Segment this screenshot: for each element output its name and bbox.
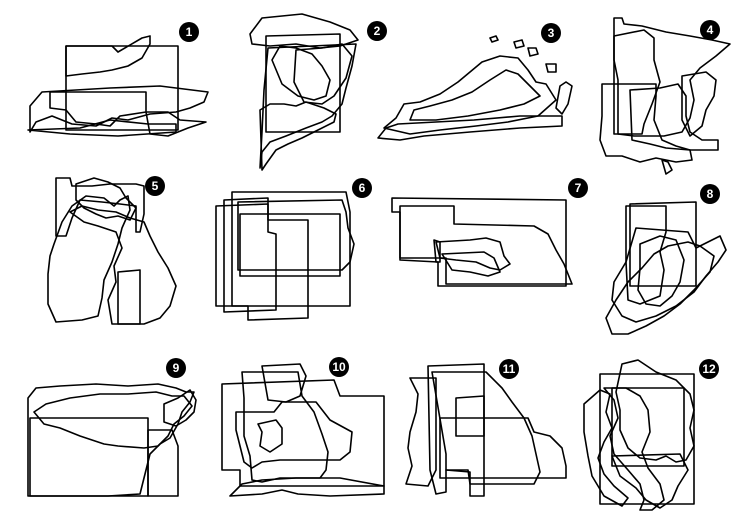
puzzle-1-outline-a [65,35,151,77]
puzzle-2-outline-d [293,43,353,105]
puzzle-3-outline-b [377,115,563,141]
puzzle-6-outline-b [215,203,309,321]
puzzle-9-badge [166,358,186,378]
puzzle-7-outline-e [433,239,441,263]
puzzle-7-outline-b [399,205,573,285]
puzzle-5-number: 5 [152,179,159,193]
puzzle-10-outline-e [229,477,385,497]
puzzle-6-outline-e [223,197,277,313]
puzzle-1-outline-d [29,85,209,133]
puzzle-12-outline-d [603,387,665,511]
puzzle-7-outline-d [441,251,501,277]
puzzle-6-outline-d [239,213,341,277]
puzzle-4-outline-c [599,83,693,163]
puzzle-9-outline-d [147,429,179,497]
puzzle-3-outline-a [383,55,557,135]
puzzle-12-number: 12 [702,362,716,376]
puzzle-12-outline-e [583,389,629,507]
puzzle-4: 4 [599,17,731,175]
puzzle-7-number: 7 [575,181,582,195]
puzzle-9-outline-a [27,383,195,497]
puzzle-10-outline-f [261,363,307,403]
puzzle-4-outline-f [661,159,673,175]
puzzle-1-number: 1 [186,25,193,39]
puzzle-4-badge [700,20,720,40]
puzzle-6-number: 6 [359,181,366,195]
puzzle-2-outline-f [259,101,337,171]
puzzle-2-outline-b [265,33,341,133]
puzzle-10-outline-c [235,401,353,469]
puzzle-8-number: 8 [707,187,714,201]
puzzle-8-outline-d [637,235,685,307]
puzzle-10-badge [329,357,349,377]
puzzle-10-outline-a [221,379,385,487]
puzzle-11-badge [499,359,519,379]
puzzle-2-outline-a [249,13,359,49]
puzzle-12-outline-c [615,359,695,463]
puzzle-3-badge [541,23,561,43]
puzzle-6-outline-c [237,199,355,271]
puzzle-4-outline-d [629,83,719,151]
puzzle-6-outline-a [231,191,351,307]
puzzle-1-outline-c [49,91,147,127]
puzzle-3: 3 [377,23,573,141]
puzzle-12-outline-b [611,387,685,467]
puzzle-5-badge [145,176,165,196]
puzzle-7: 7 [391,178,588,287]
puzzle-5-outline-b [47,195,131,323]
puzzle-5: 5 [47,176,177,325]
puzzle-11-outline-e [455,395,485,437]
puzzle-12-badge [699,359,719,379]
puzzle-9: 9 [27,358,197,497]
puzzle-4-outline-b [613,29,661,135]
puzzle-8-outline-e [605,241,715,335]
puzzle-9-outline-e [163,389,197,427]
puzzle-5-outline-c [69,205,177,325]
puzzle-5-outline-a [55,177,145,237]
puzzle-7-outline-a [391,197,567,287]
puzzle-3-outline-e [555,81,573,115]
puzzle-1-outline-f [27,119,177,137]
puzzle-10-outline-d [257,419,283,453]
puzzle-11-outline-b [405,377,437,487]
puzzle-10: 10 [221,357,385,497]
puzzle-3-outline-c [409,69,541,121]
puzzle-9-number: 9 [173,361,180,375]
puzzle-7-outline-c [435,237,511,271]
puzzle-12-outline-f [611,453,689,509]
puzzle-11-number: 11 [503,362,516,376]
puzzle-3-number: 3 [548,26,555,40]
puzzle-6: 6 [215,178,372,321]
puzzle-5-outline-e [117,269,141,325]
puzzle-8-outline-b [625,205,667,305]
puzzle-2-badge [367,21,387,41]
puzzle-12: 12 [583,359,719,511]
puzzle-1-outline-b [65,45,179,131]
puzzle-2: 2 [249,13,387,171]
puzzle-2-number: 2 [374,24,381,38]
puzzle-3-outline-d [489,35,557,73]
puzzle-7-badge [568,178,588,198]
puzzle-11: 11 [405,359,567,497]
puzzle-1-badge [179,22,199,42]
puzzle-1: 1 [27,22,209,137]
puzzle-4-number: 4 [707,23,714,37]
puzzle-2-outline-c [271,45,331,101]
puzzle-8-badge [700,184,720,204]
puzzle-2-outline-e [259,43,357,169]
puzzle-9-outline-c [29,417,149,497]
puzzle-6-badge [352,178,372,198]
puzzle-8-outline-a [629,201,697,287]
puzzle-5-outline-d [75,177,137,221]
puzzle-8: 8 [605,184,727,335]
puzzle-11-outline-c [431,371,541,485]
puzzle-11-outline-d [439,417,567,479]
puzzle-4-outline-e [681,71,717,137]
puzzle-8-outline-c [611,227,727,323]
puzzle-9-outline-b [33,391,193,449]
puzzle-10-number: 10 [332,360,346,374]
